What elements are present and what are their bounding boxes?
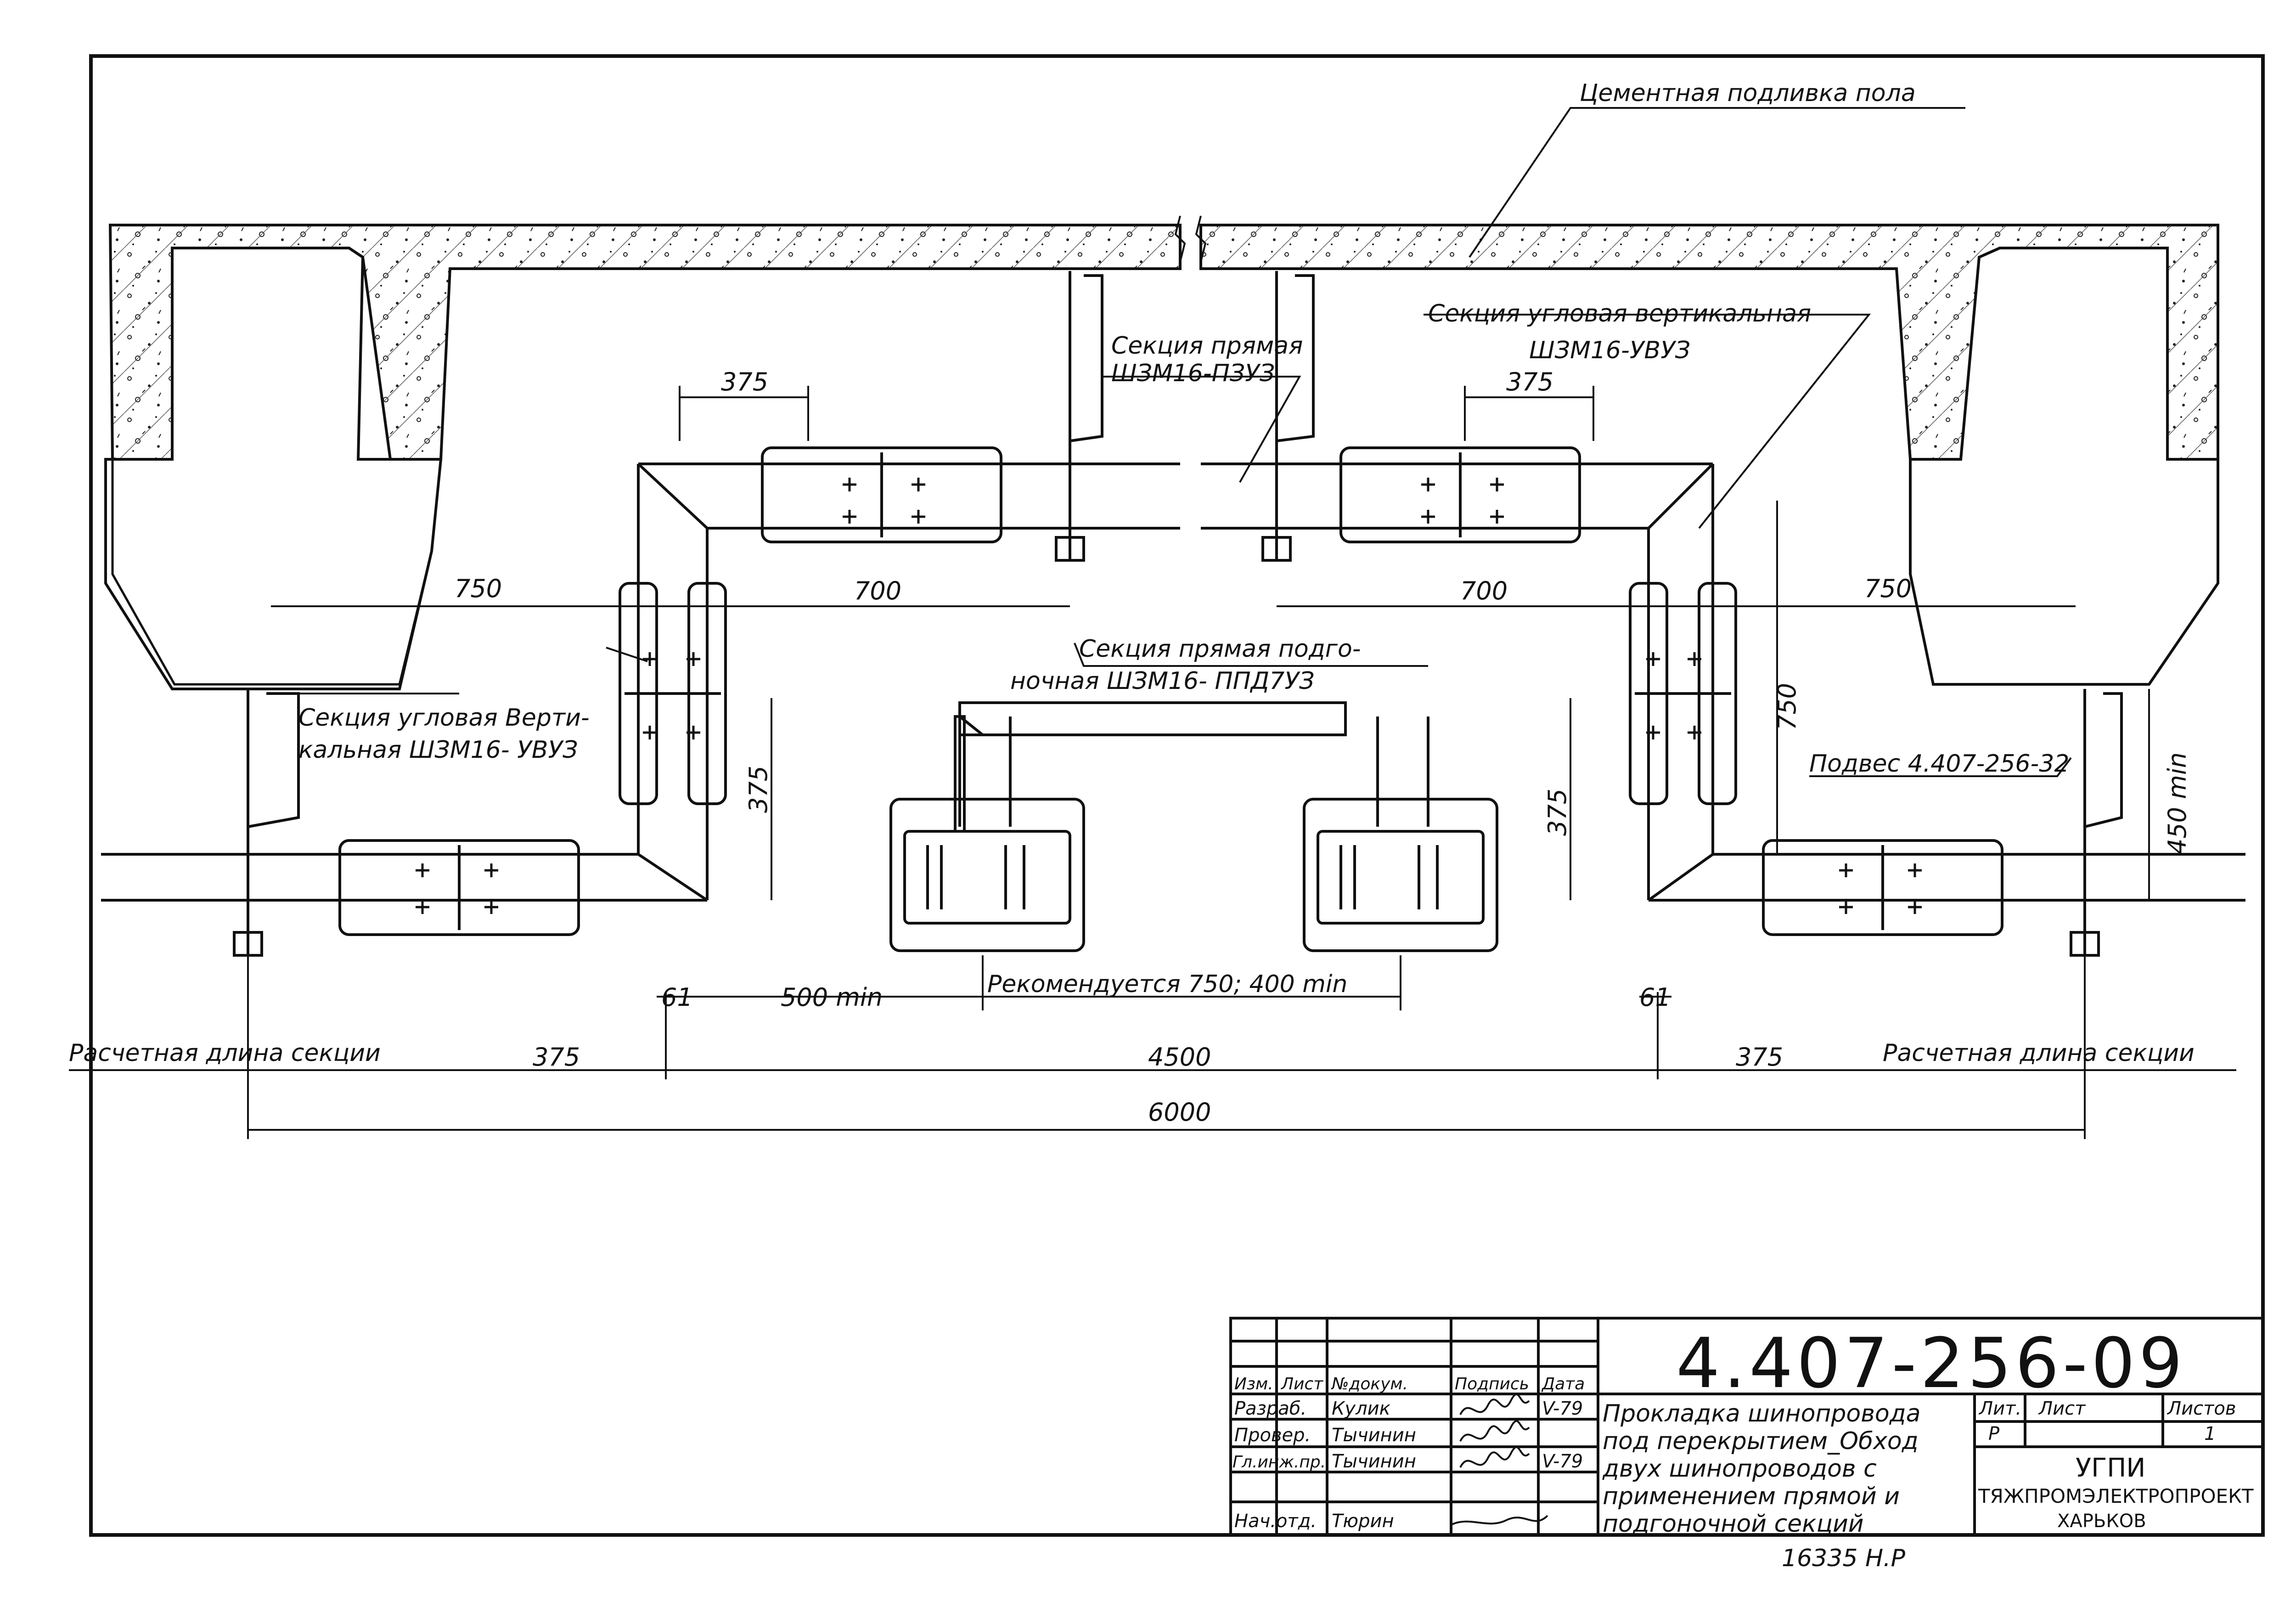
header-izm: Изм. <box>1234 1375 1273 1393</box>
header-list: Лист <box>1280 1375 1323 1393</box>
concrete-slab <box>104 215 2219 690</box>
leader-lines <box>69 107 2236 1071</box>
row-role: Гл.инж.пр. <box>1232 1453 1326 1472</box>
label-straight-section-code: ШЗМ16-ПЗУЗ <box>1111 360 1275 387</box>
dim-375-vertical-left: 375 <box>744 766 773 813</box>
dim-61-left: 61 <box>661 983 693 1012</box>
label-adjusting-section-code: ночная ШЗМ16- ППД7УЗ <box>1010 667 1314 695</box>
dim-750-vertical: 750 <box>1773 683 1801 730</box>
dim-375-vertical-right: 375 <box>1543 789 1572 836</box>
org-fullname: ТЯЖПРОМЭЛЕКТРОПРОЕКТ <box>1978 1485 2254 1507</box>
sheets-value: 1 <box>2204 1423 2216 1444</box>
dim-500-min: 500 min <box>781 983 883 1012</box>
description-line: двух шинопроводов с <box>1602 1455 1877 1483</box>
title-block <box>1229 1317 2264 1536</box>
row-name: Тычинин <box>1332 1451 1416 1472</box>
dim-375-top-right: 375 <box>1506 367 1553 396</box>
document-number: 4.407-256-09 <box>1676 1324 2186 1404</box>
dim-750-right: 750 <box>1864 574 1912 603</box>
header-doc: №докум. <box>1331 1375 1408 1393</box>
label-straight-section: Секция прямая <box>1111 332 1303 360</box>
crossing-busbars <box>889 701 1498 952</box>
dim-61-right: 61 <box>1639 983 1671 1012</box>
sheet-frame <box>89 54 2265 1537</box>
row-date: V-79 <box>1542 1398 1583 1419</box>
dim-375-bottom-left: 375 <box>533 1043 580 1072</box>
sheet-label: Лист <box>2038 1398 2086 1419</box>
label-corner-vertical-right: Секция угловая вертикальная <box>1428 300 1811 327</box>
row-role: Провер. <box>1234 1425 1311 1446</box>
label-calc-length-right: Расчетная длина секции <box>1883 1039 2195 1067</box>
dim-4500: 4500 <box>1148 1043 1211 1072</box>
dim-450-min: 450 min <box>2163 752 2192 854</box>
description-line: подгоночной секций <box>1603 1510 1864 1538</box>
dim-700-right: 700 <box>1460 576 1508 605</box>
bottom-note: 16335 Н.Р <box>1782 1545 1906 1572</box>
description-line: под перекрытием_Обход <box>1603 1427 1919 1455</box>
bolt-marks <box>416 478 1922 914</box>
lit-label: Лит. <box>1978 1398 2021 1419</box>
dim-700-left: 700 <box>854 576 901 605</box>
label-recommended: Рекомендуется 750; 400 min <box>987 970 1347 998</box>
lit-value: Р <box>1988 1423 2000 1444</box>
header-sign: Подпись <box>1455 1375 1529 1393</box>
label-corner-vertical-left-code: кальная ШЗМ16- УВУЗ <box>298 736 578 764</box>
row-role: Нач.отд. <box>1234 1511 1317 1532</box>
dim-750-left: 750 <box>455 574 502 603</box>
org-city: ХАРЬКОВ <box>2057 1511 2146 1532</box>
row-role: Разраб. <box>1234 1398 1306 1419</box>
description-line: применением прямой и <box>1603 1483 1900 1510</box>
label-calc-length-left: Расчетная длина секции <box>69 1039 381 1067</box>
row-date: V-79 <box>1542 1451 1583 1472</box>
label-cement-pour: Цементная подливка пола <box>1580 79 1916 107</box>
dim-6000: 6000 <box>1148 1098 1211 1127</box>
label-hanger: Подвес 4.407-256-32 <box>1809 750 2069 778</box>
row-name: Кулик <box>1332 1398 1390 1419</box>
label-adjusting-section: Секция прямая подго- <box>1079 635 1361 663</box>
row-name: Тюрин <box>1332 1511 1394 1532</box>
row-name: Тычинин <box>1332 1425 1416 1446</box>
busbar-top <box>101 446 2245 936</box>
label-corner-vertical-left: Секция угловая Верти- <box>298 704 590 732</box>
label-corner-vertical-right-code: ШЗМ16-УВУЗ <box>1529 337 1690 364</box>
header-date: Дата <box>1541 1375 1585 1393</box>
dimension-lines <box>247 386 2150 1139</box>
description-line: Прокладка шинопровода <box>1603 1400 1920 1427</box>
signatures <box>1451 1393 1548 1526</box>
org-name: УГПИ <box>2076 1453 2145 1483</box>
dim-375-top-left: 375 <box>721 367 768 396</box>
dim-375-bottom-right: 375 <box>1736 1043 1783 1072</box>
sheets-label: Листов <box>2167 1398 2236 1419</box>
